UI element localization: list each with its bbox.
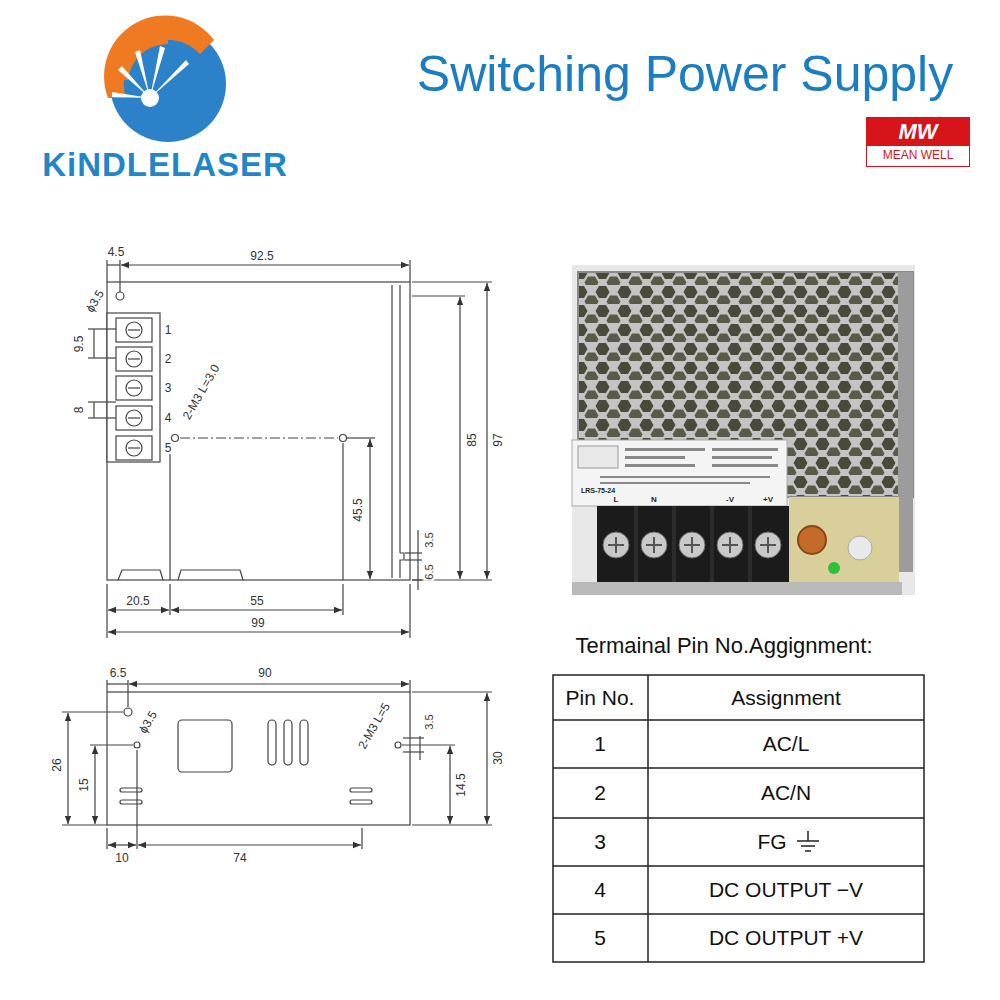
dimension-label: 6.5 bbox=[109, 667, 128, 679]
terminal-label: L bbox=[614, 496, 619, 504]
terminal-label: N bbox=[651, 496, 657, 504]
dimension-label: 6.5 bbox=[424, 563, 435, 580]
pin-table-grid bbox=[553, 675, 924, 962]
table-cell: 1 bbox=[594, 732, 606, 756]
dimension-label: 55 bbox=[249, 595, 264, 607]
table-cell: FG bbox=[757, 830, 786, 854]
dimension-label: 92.5 bbox=[249, 250, 274, 262]
table-header-cell: Assignment bbox=[731, 686, 841, 710]
dimension-label: 15 bbox=[78, 777, 90, 792]
pin-number: 2 bbox=[164, 353, 173, 365]
dimension-label: 3.5 bbox=[424, 531, 435, 548]
pin-number: 5 bbox=[164, 442, 173, 454]
page-title: Switching Power Supply bbox=[417, 46, 953, 104]
top-view-drawing bbox=[88, 260, 492, 638]
table-cell: AC/L bbox=[763, 732, 810, 756]
brand-badge: MWMEAN WELL bbox=[866, 117, 970, 167]
dimension-label: 90 bbox=[257, 667, 272, 679]
logo-text: KiNDLELASER bbox=[42, 146, 288, 184]
brand-mark: MW bbox=[867, 118, 969, 146]
dimension-label: 26 bbox=[51, 757, 63, 772]
dimension-label: 74 bbox=[232, 852, 247, 864]
dimension-label: 2-M3 L=5 bbox=[356, 700, 393, 752]
dimension-label: ϕ3.5 bbox=[136, 708, 159, 736]
product-photo bbox=[572, 265, 915, 595]
pin-number: 1 bbox=[164, 324, 173, 336]
logo-mark bbox=[104, 15, 226, 142]
dimension-label: 30 bbox=[492, 750, 504, 765]
dimension-label: 99 bbox=[250, 617, 265, 629]
side-view-drawing bbox=[62, 680, 492, 849]
terminal-label: +V bbox=[763, 496, 773, 504]
dimension-label: 14.5 bbox=[455, 772, 467, 797]
dimension-label: 9.5 bbox=[73, 335, 85, 354]
dimension-label: 97 bbox=[492, 432, 504, 447]
dimension-label: 10 bbox=[114, 852, 129, 864]
dimension-label: 45.5 bbox=[352, 497, 364, 522]
table-cell: 2 bbox=[594, 781, 606, 805]
product-model: LRS-75-24 bbox=[581, 487, 615, 494]
ground-symbol bbox=[797, 831, 819, 851]
table-heading: Termainal Pin No.Aggignment: bbox=[575, 633, 872, 658]
table-cell: 3 bbox=[594, 830, 606, 854]
table-cell: DC OUTPUT +V bbox=[709, 926, 863, 950]
dimension-label: ϕ3.5 bbox=[83, 287, 106, 315]
dimension-label: 4.5 bbox=[107, 246, 126, 258]
dimension-label: 3.5 bbox=[424, 713, 435, 730]
table-cell: DC OUTPUT −V bbox=[709, 878, 863, 902]
table-cell: 4 bbox=[594, 878, 606, 902]
dimension-label: 2-M3 L=3.0 bbox=[180, 362, 222, 423]
dimension-label: 8 bbox=[73, 406, 85, 415]
table-cell: 5 bbox=[594, 926, 606, 950]
brand-name: MEAN WELL bbox=[867, 146, 969, 166]
table-header-cell: Pin No. bbox=[566, 686, 635, 710]
dimension-label: 85 bbox=[466, 432, 478, 447]
table-cell: AC/N bbox=[761, 781, 811, 805]
terminal-label: -V bbox=[726, 496, 734, 504]
pin-number: 3 bbox=[164, 382, 173, 394]
dimension-label: 20.5 bbox=[125, 595, 150, 607]
pin-number: 4 bbox=[164, 412, 173, 424]
